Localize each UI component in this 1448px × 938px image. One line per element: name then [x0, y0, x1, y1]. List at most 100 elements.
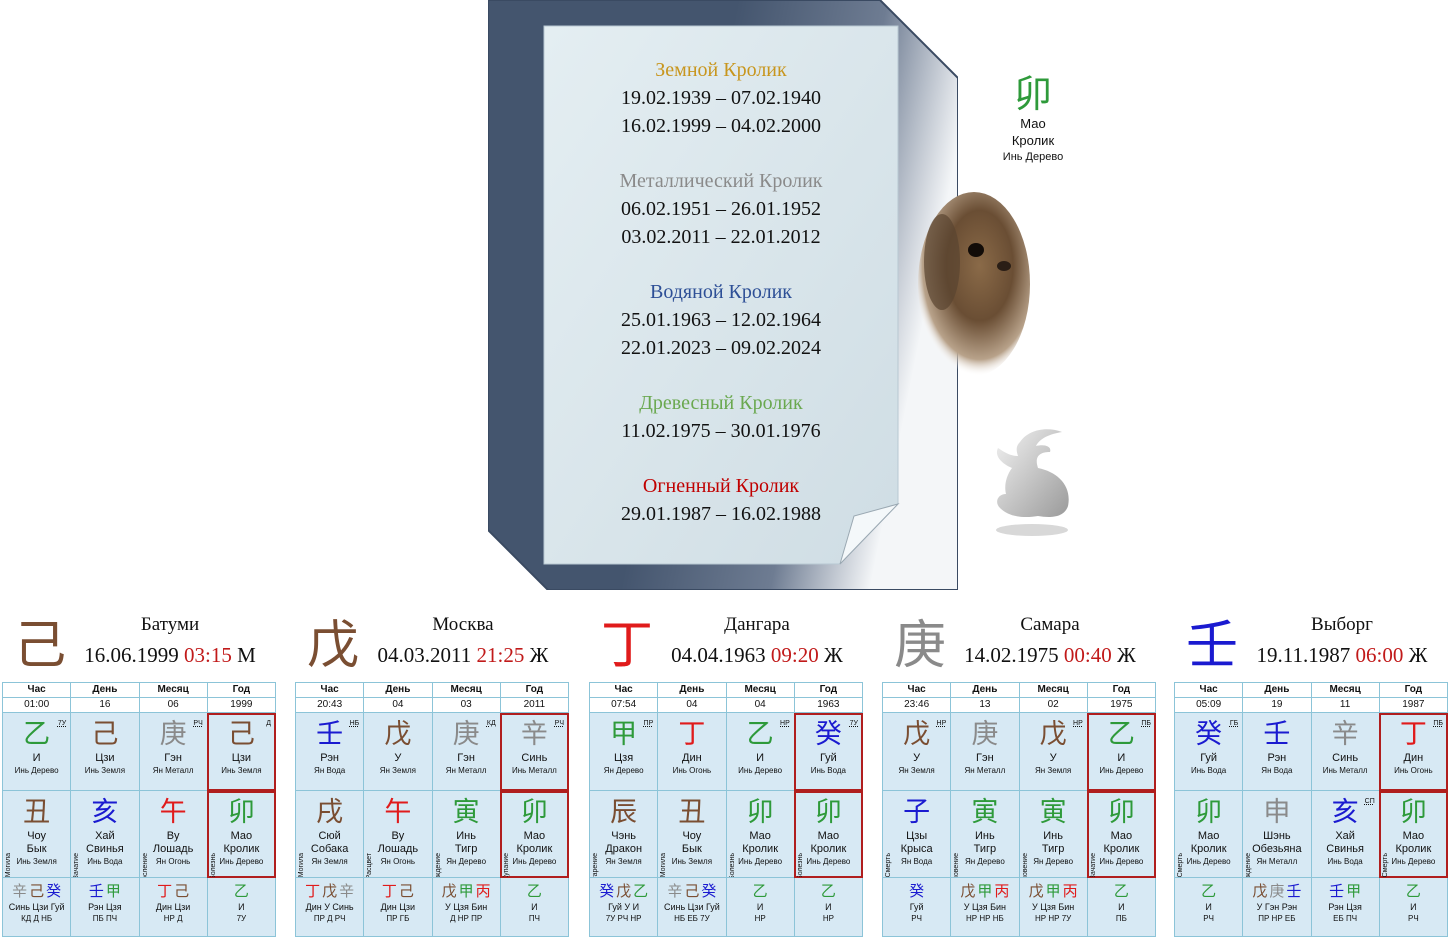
hidden-relations: ПБ ПЧ [92, 914, 118, 923]
pillar-number: 02 [1018, 697, 1088, 713]
hidden-relations: ПР ГБ [386, 914, 410, 923]
stem-tag: ГБ [1229, 720, 1239, 727]
hidden-names: У Гэн Рэн [1256, 902, 1298, 912]
birth-sex: Ж [529, 643, 549, 667]
hidden-relations: НР НР НБ [966, 914, 1004, 923]
life-stage-label: Болезнь [209, 853, 217, 878]
pillar-header: Год [206, 682, 277, 698]
branch-element: Инь Дерево [1099, 857, 1144, 866]
hidden-glyph: 辛 [667, 882, 683, 900]
stem-name: Гэн [457, 752, 475, 764]
branch-name: Хай [95, 830, 115, 842]
branch-glyph: 卯 [520, 797, 548, 828]
branch-element: Ян Металл [1256, 857, 1298, 866]
hidden-names: Гуй У И [608, 902, 640, 912]
hidden-relations: 7У РЧ НР [605, 914, 642, 923]
hidden-glyphs: 癸 [884, 881, 950, 901]
hidden-relations: НР [822, 914, 834, 923]
branch-animal: Свинья [1326, 843, 1364, 855]
hidden-glyph: 己 [398, 882, 414, 900]
hidden-glyph: 己 [174, 882, 190, 900]
hidden-glyph: 丙 [994, 882, 1010, 900]
stem-name: Синь [521, 752, 548, 764]
branch-element: Инь Земля [16, 857, 57, 866]
hidden-names: Гуй [909, 902, 924, 912]
stem-glyph: 乙 [746, 719, 774, 750]
branch-glyph: 寅 [452, 797, 480, 828]
branch-animal: Дракон [605, 843, 643, 855]
life-stage-label: Купание [502, 853, 510, 878]
hidden-glyphs: 丁己 [365, 881, 431, 901]
life-stage-label: Расцвет [366, 853, 374, 878]
stem-element: Ян Металл [152, 766, 194, 775]
branch-animal: Тигр [454, 843, 478, 855]
stem-element: Инь Огонь [672, 766, 712, 775]
hidden-glyph: 乙 [1405, 882, 1421, 900]
stem-glyph: 壬 [316, 719, 344, 750]
hidden-relations: НР НР 7У [1035, 914, 1072, 923]
branch-name: Мао [1110, 830, 1133, 842]
stem-element: Ян Металл [445, 766, 487, 775]
stem-tag: 7У [57, 720, 67, 727]
hidden-glyph: 乙 [233, 882, 249, 900]
branch-name: Ву [391, 830, 405, 842]
stem-tag: ПБ [1141, 720, 1151, 727]
hidden-names: И [1205, 902, 1212, 912]
rabbit-photo [918, 192, 1030, 376]
life-stage-label: Смерть [1177, 853, 1184, 878]
stem-element: Ян Земля [898, 766, 935, 775]
pillar-header: День [1242, 682, 1312, 698]
rabbit-year-range: 11.02.1975 – 30.01.1976 [621, 420, 821, 442]
hidden-glyphs: 戊甲丙 [952, 881, 1018, 901]
stem-element: Ян Земля [1035, 766, 1072, 775]
hidden-relations: Д НР ПР [450, 914, 483, 923]
hidden-names: Синь Цзи Гуй [8, 902, 65, 912]
hidden-glyphs: 戊甲丙 [433, 881, 499, 901]
stem-element: Инь Дерево [14, 766, 59, 775]
day-master-glyph: 戊 [307, 616, 360, 676]
rabbit-year-name: Водяной Кролик [649, 281, 793, 303]
hidden-glyph: 甲 [1045, 882, 1061, 900]
hidden-relations: НР Д [163, 914, 183, 923]
branch-animal: Кролик [742, 843, 779, 855]
stem-tag: КД [486, 720, 496, 727]
hidden-glyph: 壬 [88, 882, 104, 900]
birth-time: 09:20 [770, 643, 819, 667]
branch-name: Чоу [682, 830, 702, 842]
stem-element: Инь Вода [810, 766, 847, 775]
stem-glyph: 庚 [971, 719, 999, 750]
stem-glyph: 癸 [1195, 719, 1223, 750]
branch-animal: Кролик [1395, 843, 1432, 855]
pillar-header: День [70, 682, 140, 698]
pillar-number: 19 [1242, 697, 1312, 713]
pillar-header: Год [1086, 682, 1157, 698]
branch-animal: Кролик [516, 843, 553, 855]
